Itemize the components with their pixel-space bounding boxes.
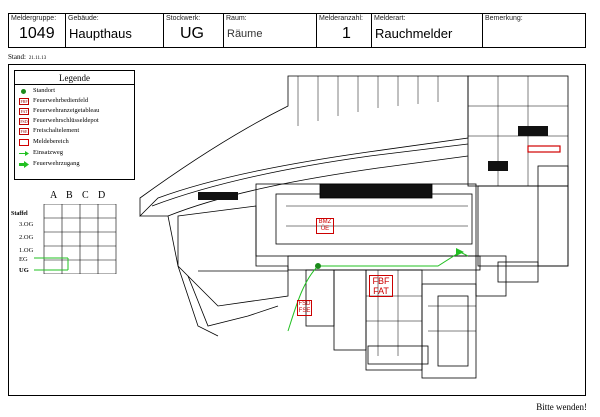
stockwerk-label: Stockwerk:: [166, 15, 201, 22]
meldebereich-area: [527, 145, 561, 153]
legend-divider: [15, 84, 134, 85]
fat-box-icon: FAT: [19, 107, 29, 115]
raum-label: Raum:: [226, 15, 247, 22]
stockwerk-value: UG: [180, 25, 204, 42]
tag-fsd-fse: FSD FSE: [297, 300, 312, 316]
stockwerk-cell: Stockwerk: UG: [164, 14, 224, 47]
meldergruppe-value: 1049: [19, 25, 55, 42]
standort-dot-icon: [19, 88, 29, 95]
tag-fbf-fat: FBF FAT: [369, 275, 393, 297]
gebaeude-value: Haupthaus: [69, 26, 132, 41]
einsatzweg-arrow-icon: [19, 150, 29, 157]
raum-value: Räume: [227, 28, 263, 40]
floor-3og[interactable]: 3.OG: [19, 221, 34, 228]
bemerkung-cell: Bemerkung:: [483, 14, 585, 47]
legend-item-standort: Standort: [19, 86, 55, 96]
melderanzahl-cell: Melderanzahl: 1: [317, 14, 372, 47]
stand-label: Stand:: [8, 53, 26, 61]
fbf-box-icon: FBF: [19, 97, 29, 105]
staffel-label: Staffel: [11, 211, 28, 217]
gebaeude-cell: Gebäude: Haupthaus: [66, 14, 164, 47]
bitte-wenden-note: Bitte wenden!: [536, 402, 587, 412]
raum-cell: Raum: Räume: [224, 14, 317, 47]
standort-marker: [315, 263, 321, 269]
melderanzahl-value: 1: [342, 25, 351, 42]
floor-plan-drawing: [139, 75, 569, 379]
gebaeude-label: Gebäude:: [68, 15, 99, 22]
melderanzahl-label: Melderanzahl:: [319, 15, 363, 22]
meldergruppe-cell: Meldergruppe: 1049: [9, 14, 66, 47]
header-table: Meldergruppe: 1049 Gebäude: Haupthaus St…: [8, 13, 586, 48]
feuerwehrzugang-arrow-icon: [19, 160, 29, 168]
plan-frame: [8, 64, 586, 396]
floor-1og[interactable]: 1.OG: [19, 247, 34, 254]
tag-bmz-ue: BMZ ÜE: [316, 218, 334, 234]
legend-item-feuerwehrzugang: Feuerwehrzugang: [19, 159, 80, 169]
floor-2og[interactable]: 2.OG: [19, 234, 34, 241]
fse-box-icon: FSE: [19, 127, 29, 135]
stand-date: 21.11.13: [28, 56, 47, 61]
melderart-label: Melderart:: [374, 15, 406, 22]
legend-item-meldebereich: Meldebereich: [19, 137, 69, 147]
floor-ug[interactable]: UG: [19, 267, 29, 274]
fsd-box-icon: FSD: [19, 117, 29, 125]
column-d: D: [98, 190, 106, 201]
floor-eg[interactable]: EG: [19, 256, 28, 263]
legend-title: Legende: [59, 73, 90, 83]
meldebereich-box-icon: [19, 138, 29, 146]
meldergruppe-label: Meldergruppe:: [11, 15, 57, 22]
column-b: B: [66, 190, 73, 201]
melderart-value: Rauchmelder: [375, 26, 453, 41]
melderart-cell: Melderart: Rauchmelder: [372, 14, 483, 47]
stand-line: Stand:21.11.13: [8, 53, 46, 61]
column-a: A: [50, 190, 58, 201]
column-c: C: [82, 190, 89, 201]
bemerkung-label: Bemerkung:: [485, 15, 523, 22]
legend-item-einsatzweg: Einsatzweg: [19, 148, 63, 158]
floor-grid: [34, 204, 117, 274]
